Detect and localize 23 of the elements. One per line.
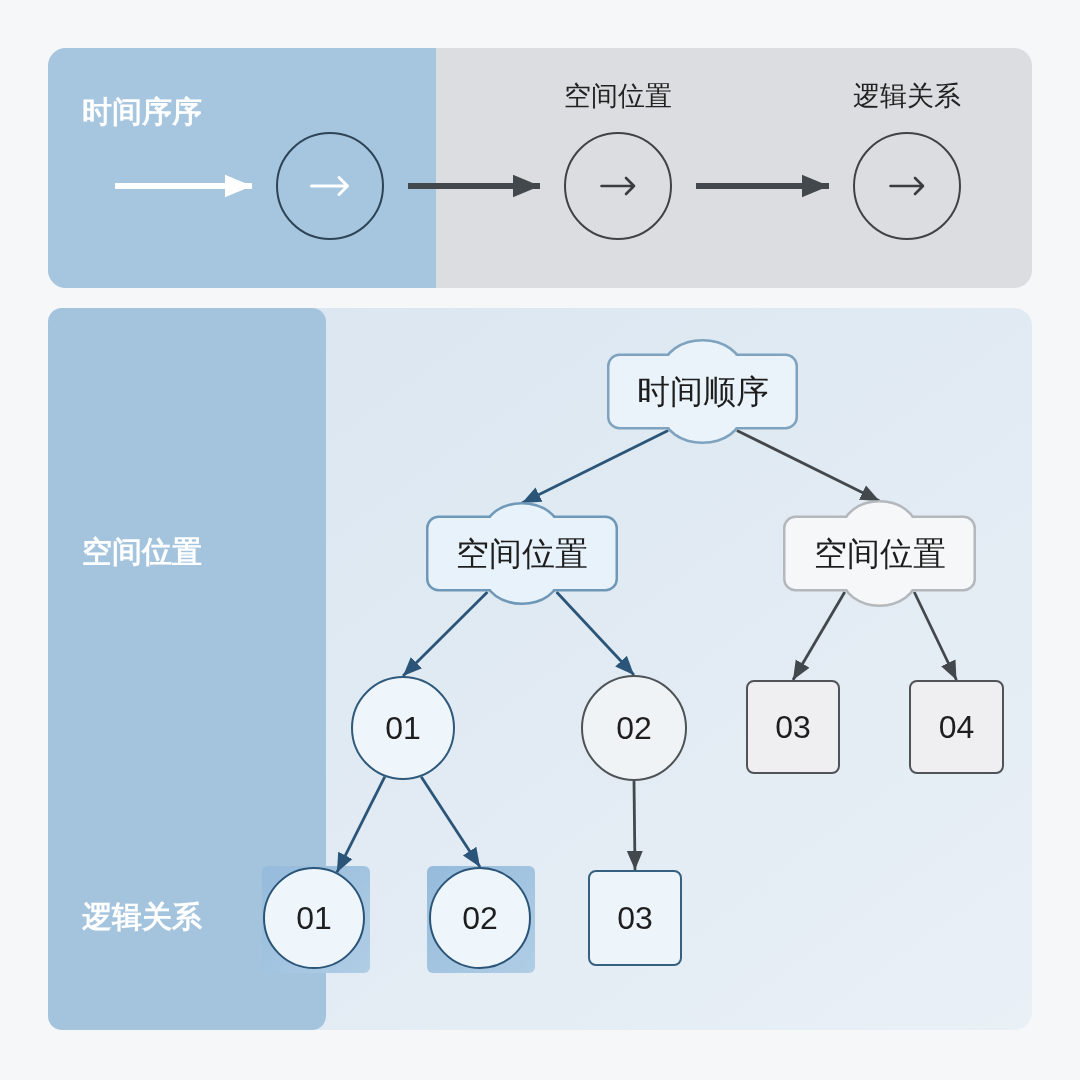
- arrow: [555, 591, 636, 676]
- circle-heading: 逻辑关系: [852, 80, 962, 113]
- circle-heading: 空间位置: [563, 80, 673, 113]
- arrow: [912, 591, 958, 681]
- arrow: [696, 174, 829, 198]
- arrow: [408, 174, 540, 198]
- panel: [48, 48, 1032, 288]
- band-label: 逻辑关系: [82, 899, 202, 935]
- band-label: 空间位置: [82, 534, 202, 570]
- square-node: 03: [588, 870, 682, 966]
- arrow: [402, 591, 489, 677]
- square-node: 03: [746, 680, 840, 774]
- band-heading: 时间序序: [82, 94, 202, 130]
- arrow: [115, 174, 252, 198]
- arrow: [420, 775, 482, 868]
- panel: [48, 308, 1032, 1030]
- arrow: [521, 429, 669, 505]
- square-node: 04: [909, 680, 1004, 774]
- arrow: [736, 429, 881, 503]
- arrow: [335, 776, 387, 874]
- arrow: [791, 591, 846, 681]
- side-band: [48, 48, 436, 288]
- arrow: [626, 781, 643, 870]
